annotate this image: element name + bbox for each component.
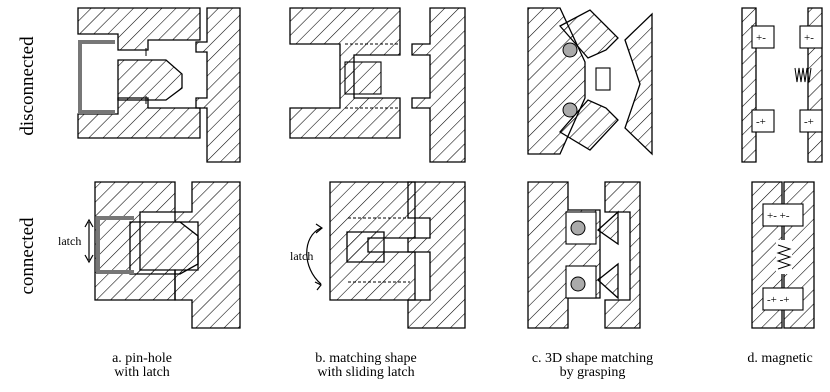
caption-d: d. magnetic (735, 352, 825, 366)
latch-label-b: latch (290, 249, 313, 263)
latch-b-rotate-arrow (306, 227, 322, 285)
row-label-connected: connected (17, 217, 38, 295)
magnet-d-left-bottom (751, 109, 775, 133)
magnet-d-right-bottom (799, 109, 823, 133)
spring-d-disconnected (794, 67, 812, 83)
part-b-right (411, 7, 466, 163)
magnet-d-conn-top (762, 203, 804, 227)
caption-b-line1: b. matching shape (315, 351, 417, 366)
magnet-d-conn-bottom (762, 287, 804, 311)
pivot-c-lower (562, 102, 578, 118)
panel-b-disconnected (289, 7, 466, 163)
part-a-left-upper (77, 7, 201, 51)
pivot-c-conn-upper (570, 220, 586, 236)
magnet-mark-d-conn-top: +- +- (767, 210, 790, 222)
part-b-latch (344, 61, 382, 95)
magnet-mark-d-left-bottom: -+ (756, 116, 766, 128)
caption-b: b. matching shape with sliding latch (296, 352, 436, 380)
part-a-conn-right (174, 181, 241, 329)
caption-a-line2: with latch (114, 365, 170, 380)
magnet-d-right-top (799, 25, 823, 49)
part-c-conn-left (527, 181, 601, 329)
latch-label-a: latch (58, 234, 81, 248)
caption-a: a. pin-hole with latch (82, 352, 202, 380)
panel-d-disconnected (741, 7, 823, 163)
pivot-c-upper (562, 42, 578, 58)
panel-c-connected (527, 181, 641, 329)
panel-a-disconnected (77, 7, 241, 163)
part-c-stub (595, 67, 611, 91)
caption-c-line1: c. 3D shape matching (531, 351, 654, 366)
caption-d-line1: d. magnetic (747, 351, 813, 366)
spring-d-connected (776, 244, 792, 270)
panel-b-connected (306, 181, 466, 329)
part-c-conn-right (604, 181, 641, 329)
part-b-conn-latch (346, 231, 385, 263)
panel-c-disconnected (527, 7, 653, 156)
part-a-right-block (195, 7, 241, 163)
magnet-mark-d-conn-bottom: -+ -+ (767, 294, 789, 306)
part-a-left-lower (77, 97, 201, 139)
magnet-d-left-top (751, 25, 775, 49)
latch-a-connected (96, 216, 134, 274)
magnet-mark-d-right-top: +- (804, 32, 814, 44)
caption-c-line2: by grasping (559, 365, 626, 380)
magnet-mark-d-right-bottom: -+ (804, 116, 814, 128)
panel-d-connected (751, 181, 815, 329)
latch-a-disconnected (78, 40, 115, 114)
part-c-conn-wedge-lower (596, 262, 619, 300)
caption-a-line1: a. pin-hole (112, 351, 172, 366)
part-c-right-body (624, 12, 653, 156)
part-b-conn-right (407, 181, 466, 329)
caption-b-line2: with sliding latch (317, 365, 415, 380)
part-a-pin (117, 59, 183, 101)
part-c-jaw-upper (558, 9, 619, 59)
part-c-conn-wedge-upper (596, 210, 619, 246)
caption-c: c. 3D shape matching by grasping (520, 352, 665, 380)
part-c-jaw-lower (558, 99, 619, 151)
panel-a-connected (84, 181, 241, 329)
part-a-conn-pin (129, 221, 199, 275)
magnet-mark-d-left-top: +- (756, 32, 766, 44)
pivot-c-conn-lower (570, 276, 586, 292)
row-label-disconnected: disconnected (17, 36, 38, 136)
